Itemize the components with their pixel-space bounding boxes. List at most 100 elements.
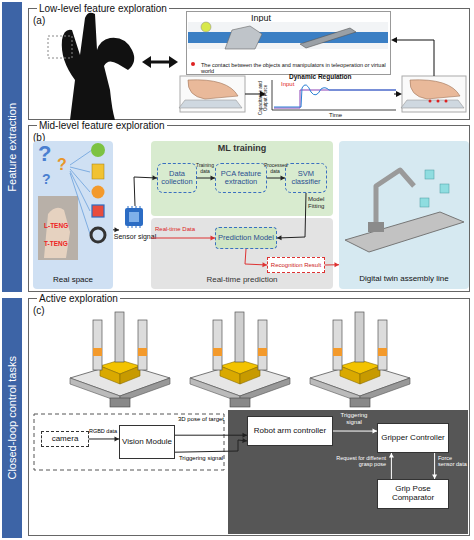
node-text: (a) [33,15,45,26]
gripper-illustration [190,312,290,407]
node-text: Input [281,81,294,88]
sensor-plate [179,100,242,108]
connector [277,193,306,240]
finger-image [180,76,245,112]
apple [91,143,105,157]
arrow-head [396,91,402,97]
flow-arrow [245,94,262,95]
gripper-illustration [70,312,170,407]
arrow-head [169,56,178,68]
node-text: Capacitance and Output Force [259,79,269,117]
edge-label: Processed data [264,163,286,174]
gripper-illustration [310,312,410,407]
edge-label: Triggering signal [334,412,374,425]
process-box: PCA feature extraction [215,163,267,193]
free-label: L-TENG [44,222,68,229]
part [440,184,449,193]
bullet-dot [191,62,195,66]
arrow-head [211,176,216,181]
node-text: Data collection [158,170,196,187]
node-text: Real-time prediction [151,276,333,285]
node-text: Vision Module [122,438,172,447]
arrow-head [243,433,248,438]
connector [245,249,267,267]
connector [197,176,215,181]
contact-dot [437,100,440,103]
part [420,198,429,207]
connector [89,436,119,441]
process-box: Data collection [157,163,197,193]
connector-line [333,431,377,432]
result-box: Recognition Result [267,257,325,273]
arrow-head [242,438,247,443]
node-text: Mid-level feature exploration [37,120,167,131]
process-box: Robot arm controller [247,416,333,446]
node-text: SVM classifier [286,170,326,187]
arrow-head [152,175,157,180]
conveyor [345,212,464,252]
free-label: T-TENG [44,240,68,247]
free-label: ? [57,156,67,174]
node-text: ML training [151,144,333,154]
arrow-head [281,176,286,181]
controller-panel [228,410,468,534]
node-text: Digital twin assembly line [339,275,469,284]
arrow-head [277,235,282,240]
free-label: ? [38,142,51,166]
arrow-head [142,56,151,68]
connector [175,438,247,452]
finger-image [402,76,466,112]
pointer-line [70,150,92,165]
node-text: Time [329,112,342,119]
arrow-head [389,453,394,458]
edge-label: Model Fitting [308,196,336,209]
connector [134,175,157,206]
glove-image [62,13,134,120]
process-box: Gripper Controller [377,423,449,453]
output-force-line [274,90,396,108]
process-box: Prediction Model [215,227,277,249]
connector-line [175,440,247,452]
arrow-head [114,436,119,441]
node-text: Low-level feature exploration [37,3,169,14]
node-text: Closed-loop control tasks [6,356,18,480]
pointer-line [70,167,90,172]
edge-label: Triggering signal [176,455,226,462]
hand-photo [38,196,78,260]
node-text: Active exploration [37,293,120,304]
inset-photo [188,22,388,49]
robot-hand [225,26,262,49]
connector [333,429,377,434]
edge-label: RGBD data [87,428,119,434]
tape [91,228,105,242]
finger [410,80,460,99]
chart-axes [272,80,396,110]
edge-label: Force sensor data [438,455,468,467]
sensor-plate [401,100,464,108]
arrow-head [262,262,267,267]
connector [389,453,394,479]
chip-core [129,212,139,222]
robot-base [368,222,384,232]
tennis-ball [201,22,211,32]
connector [267,176,285,181]
connector-line [245,249,267,265]
connector-line [151,238,215,239]
node-text: Robot arm controller [254,427,326,436]
section-band: Closed-loop control tasks [2,298,22,538]
node-text: The contact between the objects and mani… [201,62,387,74]
pointer-line [70,173,90,234]
sensor-chip [125,208,143,226]
node-text: Recognition Result [271,262,321,269]
finger [188,80,238,99]
cube [92,205,104,217]
node-text: Gripper Controller [381,434,445,443]
connector [175,433,247,438]
contact-dot [429,100,432,103]
process-box: SVM classifier [285,163,327,193]
connector [325,262,339,267]
connector [151,236,215,241]
robot-arm [376,170,414,222]
node-text: Real space [33,276,113,285]
edge-label: Training data [194,163,216,174]
